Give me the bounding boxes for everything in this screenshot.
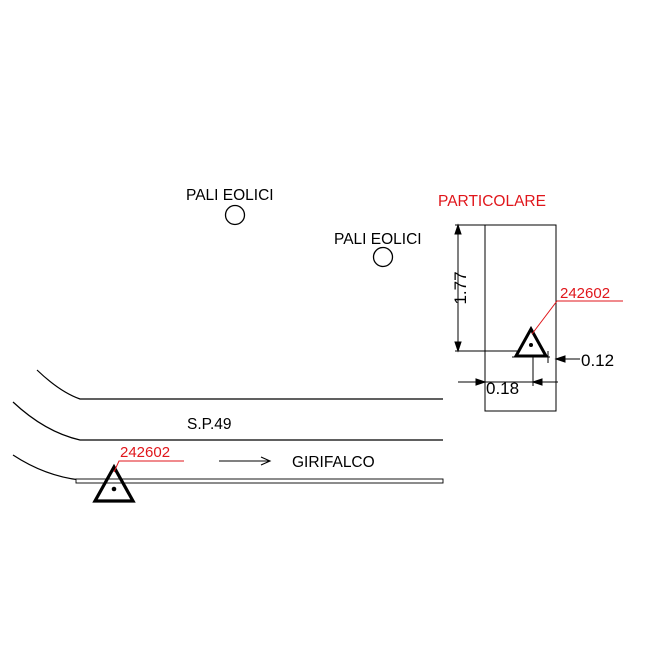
direction-label: GIRIFALCO [292, 454, 375, 471]
wind-pole-2-label: PALI EOLICI [334, 231, 422, 248]
wind-pole-1-label: PALI EOLICI [186, 187, 274, 204]
wind-pole-2-icon [372, 246, 394, 268]
marker-id-main-label: 242602 [120, 444, 170, 461]
road-edge-bottom [12, 454, 443, 481]
detail-frame [484, 224, 557, 412]
horizontal-offset-label: 0.18 [486, 379, 519, 398]
wind-pole-1-icon [224, 204, 246, 226]
marker-offset-label: 0.12 [581, 351, 614, 370]
triangle-marker-icon [92, 463, 136, 503]
vertical-dimension [454, 223, 520, 353]
road-edge-middle [12, 401, 443, 441]
marker-leader-detail [531, 300, 623, 335]
marker-offset-dimension [547, 351, 580, 363]
vertical-dimension-label: 1.77 [451, 271, 470, 304]
marker-leader-main [113, 460, 184, 473]
detail-title: PARTICOLARE [438, 193, 546, 210]
road-edge-top [36, 369, 443, 400]
road-barrier [75, 478, 444, 484]
horizontal-offset-dimension [458, 357, 558, 386]
marker-id-detail-label: 242602 [560, 285, 610, 302]
detail-triangle-marker-icon [512, 325, 550, 358]
arrow-right-icon [219, 456, 272, 466]
road-name-label: S.P.49 [187, 416, 232, 433]
